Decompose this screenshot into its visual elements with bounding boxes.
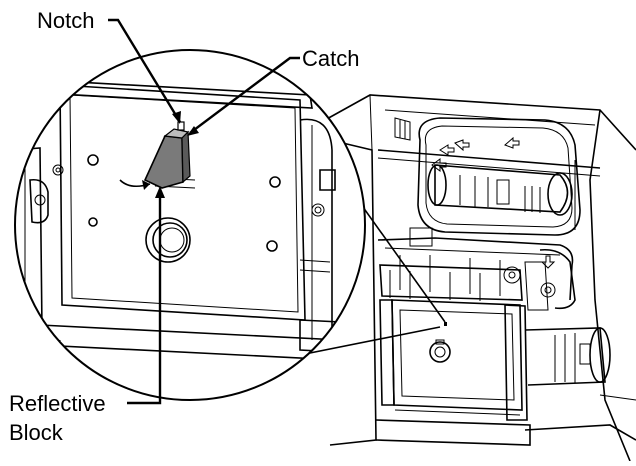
ribbon-direction-arrows xyxy=(431,136,556,269)
printer-body xyxy=(324,94,636,462)
label-reflective: Reflective xyxy=(9,391,106,416)
callout-reflective-block xyxy=(127,186,165,405)
ribbon-spindle xyxy=(427,164,573,216)
notch-tab xyxy=(177,121,185,131)
label-notch: Notch xyxy=(37,8,94,33)
magnifier-circle-outline xyxy=(14,49,366,401)
label-catch: Catch xyxy=(302,46,359,71)
callout-notch xyxy=(108,18,182,124)
callout-catch xyxy=(187,56,300,136)
label-block: Block xyxy=(9,420,64,445)
